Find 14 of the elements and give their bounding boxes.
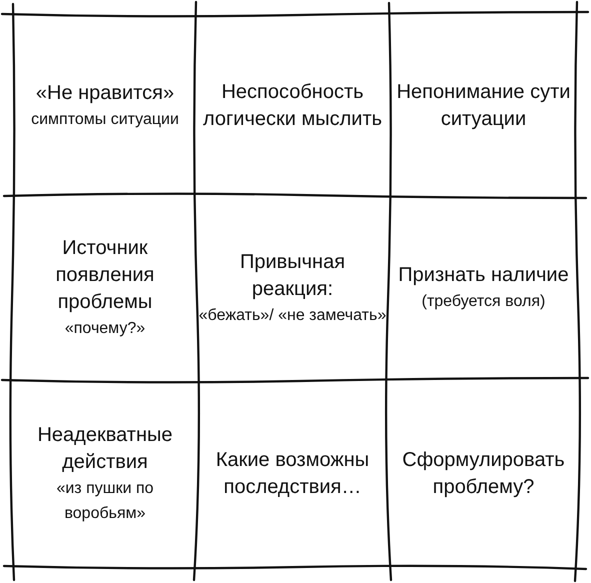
cell-heading: Сформулировать проблему? [401, 448, 566, 500]
cell-heading: Неадекватные действия [36, 423, 174, 475]
cell-heading: Неспособность логически мыслить [202, 80, 384, 132]
cell-note: симптомы ситуации [31, 110, 179, 130]
cell-heading: Какие возможны последствия… [214, 448, 370, 500]
cell-heading: Источник появления проблемы [54, 236, 156, 315]
cell-heading: Непонимание сути ситуации [396, 80, 572, 132]
cell-note: «почему?» [64, 319, 146, 339]
cell-heading: «Не нравится» [36, 81, 174, 106]
cell-heading: Признать наличие [398, 263, 569, 288]
cell-note: «бежать»/ «не замечать» [198, 306, 386, 326]
cell-note: «из пушки по воробьям» [55, 479, 155, 524]
cell-heading: Привычная реакция: [238, 250, 346, 302]
cell-note: (требуется воля) [422, 292, 546, 312]
